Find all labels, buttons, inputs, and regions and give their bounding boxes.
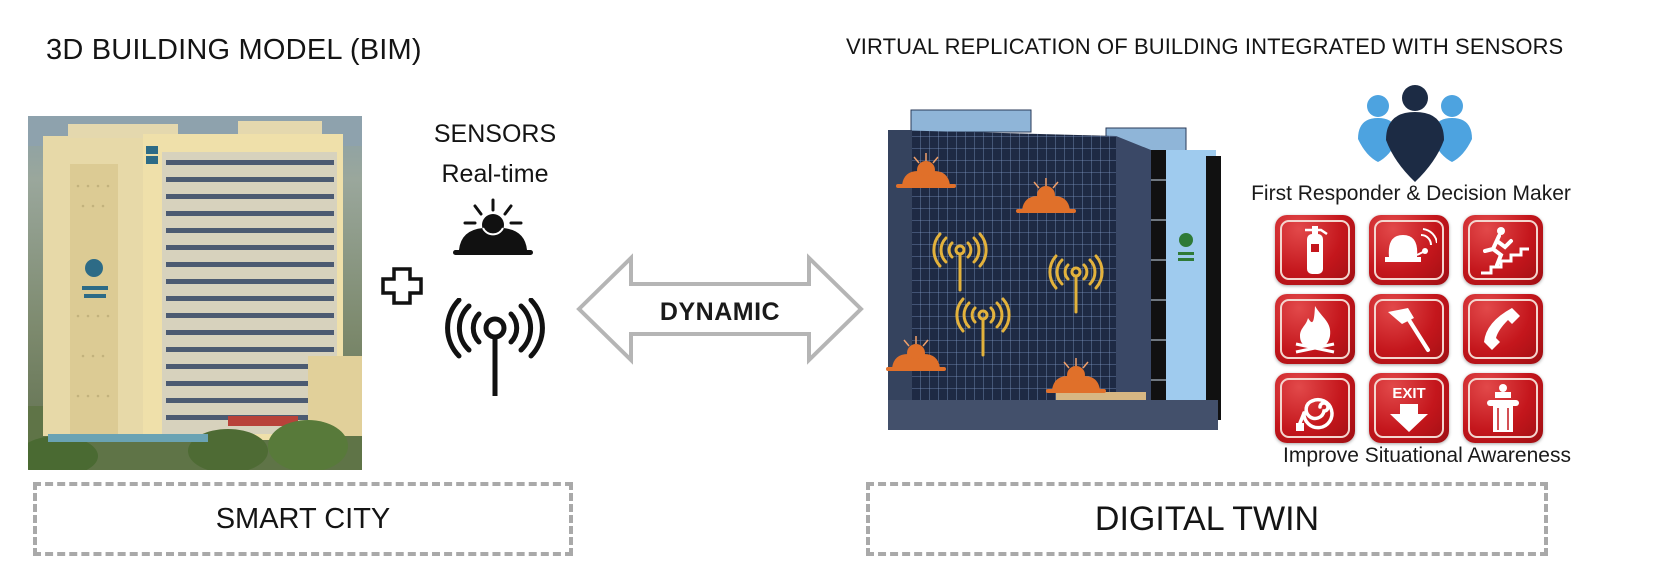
dynamic-label: DYNAMIC [659, 298, 781, 326]
digital-twin-building [866, 100, 1246, 455]
floor-band [166, 381, 334, 386]
bim-title: 3D BUILDING MODEL (BIM) [46, 34, 422, 66]
floor-band [166, 245, 334, 250]
floor-band [166, 398, 334, 403]
fire-axe-icon [1369, 294, 1449, 364]
fire-alarm-bell-icon [1369, 215, 1449, 285]
floor-band [166, 279, 334, 284]
fire-icon [1275, 294, 1355, 364]
emergency-icon-grid: EXIT [1275, 215, 1545, 455]
double-arrow-icon [575, 252, 865, 371]
floor-band [166, 347, 334, 352]
exit-icon: EXIT [1369, 373, 1449, 443]
antenna-icon [445, 297, 545, 403]
floor-band [166, 177, 334, 182]
floor-band [166, 330, 334, 335]
plus-icon [380, 266, 424, 311]
people-group-icon [1350, 84, 1480, 189]
floor-band [166, 313, 334, 318]
emergency-stairs-icon [1463, 215, 1543, 285]
exit-sign-text: EXIT [1392, 385, 1425, 402]
sensors-subtitle: Real-time [441, 160, 549, 188]
digital-twin-box: DIGITAL TWIN [866, 482, 1548, 556]
sensors-title: SENSORS [433, 120, 557, 148]
floor-band [166, 160, 334, 165]
floor-band [166, 211, 334, 216]
beacon-light-icon [445, 198, 541, 267]
fire-hydrant-icon [1463, 373, 1543, 443]
situational-awareness-label: Improve Situational Awareness [1283, 444, 1571, 467]
fire-extinguisher-icon [1275, 215, 1355, 285]
floor-band [166, 364, 334, 369]
emergency-phone-icon [1463, 294, 1543, 364]
floor-band [166, 194, 334, 199]
building-photo [28, 116, 362, 470]
digital-twin-label: DIGITAL TWIN [1094, 499, 1320, 538]
floor-band [166, 296, 334, 301]
virtual-replication-title: VIRTUAL REPLICATION OF BUILDING INTEGRAT… [846, 34, 1564, 59]
responder-label: First Responder & Decision Maker [1251, 182, 1571, 205]
smart-city-label: SMART CITY [215, 502, 391, 535]
floor-band [166, 228, 334, 233]
fire-hose-icon [1275, 373, 1355, 443]
floor-band [166, 262, 334, 267]
smart-city-box: SMART CITY [33, 482, 573, 556]
sensors-label: SENSORS Real-time [420, 114, 570, 194]
